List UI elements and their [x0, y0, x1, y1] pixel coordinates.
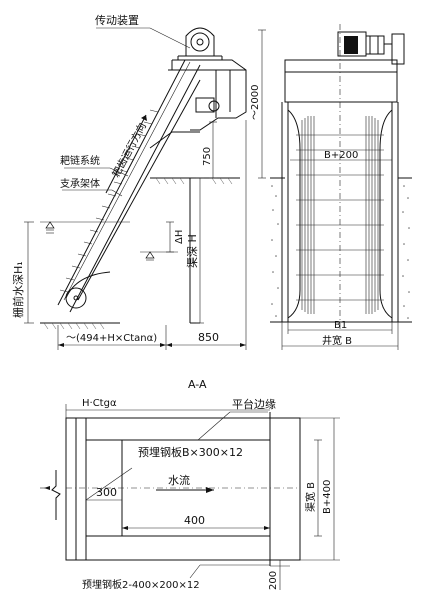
soil-front — [271, 185, 410, 319]
section-title: A-A — [188, 378, 207, 391]
side-view: 传动装置 耙链系统 支承架体 耙齿运行方向 栅前水深H₁ 渠深 H ΔH 750… — [11, 14, 247, 350]
label-channel-depth: 渠深 H — [186, 234, 199, 268]
dim-height-2000: ～2000 — [250, 85, 261, 120]
dim-b400: B+400 — [322, 480, 333, 514]
label-plate1: 预埋钢板B×300×12 — [138, 445, 243, 459]
label-direction: 耙齿运行方向 — [109, 120, 149, 179]
dim-well-width: 井宽 B — [322, 334, 352, 347]
rake-teeth — [59, 109, 159, 293]
label-drive: 传动装置 — [95, 14, 139, 27]
label-delta-h: ΔH — [174, 230, 185, 244]
label-plate2: 预埋钢板2-400×200×12 — [82, 578, 200, 591]
dim-b200: B+200 — [324, 150, 358, 161]
dim-hctg: H·Ctgα — [82, 398, 117, 409]
section-view: A-A — [40, 378, 340, 591]
dim-750: 750 — [202, 147, 213, 166]
dim-bottom-left: ～(494+H×Ctanα) — [66, 333, 157, 344]
motor — [344, 36, 358, 54]
dim-300: 300 — [96, 486, 117, 499]
drum-shading — [301, 116, 379, 314]
dim-channel-width: 渠宽 B — [304, 482, 317, 512]
label-platform-edge: 平台边缘 — [232, 397, 276, 411]
bottom-sprocket — [65, 287, 87, 309]
drive-unit — [177, 27, 223, 60]
front-view: ～2000 B+200 B1 井宽 B — [250, 24, 412, 350]
dim-400: 400 — [184, 514, 205, 527]
soil-hatch-top — [155, 177, 233, 185]
dim-b1: B1 — [334, 320, 347, 331]
label-water-depth: 栅前水深H₁ — [11, 261, 25, 318]
label-support: 支承架体 — [60, 178, 100, 190]
dim-850: 850 — [198, 331, 219, 344]
label-flow: 水流 — [168, 473, 190, 487]
label-chain: 耙链系统 — [60, 154, 100, 167]
dim-200: 200 — [268, 571, 279, 590]
soil-hatch-left — [43, 322, 105, 330]
